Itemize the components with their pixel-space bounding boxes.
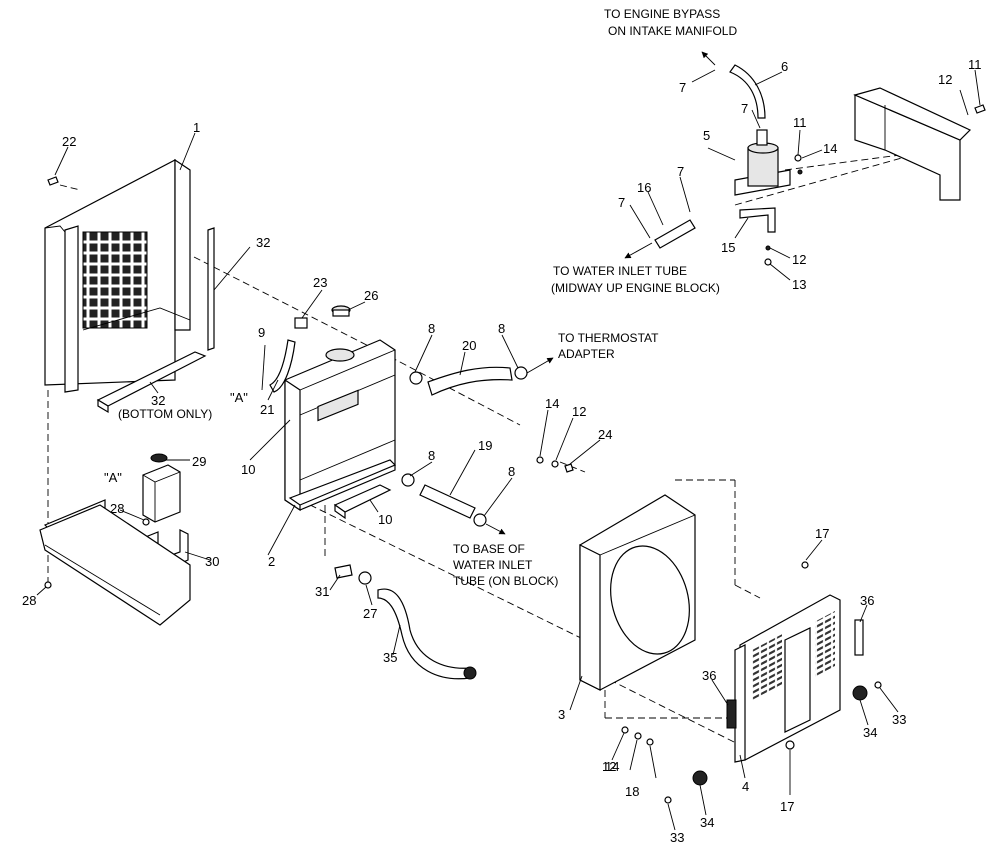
radiator-shroud <box>44 158 191 393</box>
ref-a-left: "A" <box>230 390 248 405</box>
note-base-inlet-line1: TO BASE OF <box>453 542 525 556</box>
callout-36: 36 <box>860 593 874 608</box>
callout-6: 6 <box>781 59 788 74</box>
callout-34: 34 <box>863 725 877 740</box>
callout-28: 28 <box>110 501 124 516</box>
callout-33: 33 <box>892 712 906 727</box>
callout-26: 26 <box>364 288 378 303</box>
callout-21: 21 <box>260 402 274 417</box>
fan-guard <box>734 594 841 763</box>
callout-22: 22 <box>62 134 76 149</box>
callout-3: 3 <box>558 707 565 722</box>
clamp-8b <box>514 366 528 380</box>
clamp-8c <box>401 473 415 487</box>
note-thermostat-line2: ADAPTER <box>558 347 615 361</box>
callout-8: 8 <box>498 321 505 336</box>
callout-13: 13 <box>792 277 806 292</box>
callout-31: 31 <box>315 584 329 599</box>
callout-30: 30 <box>205 554 219 569</box>
callout-14: 14 <box>545 396 559 411</box>
upper-hose <box>427 366 513 396</box>
callout-7: 7 <box>679 80 686 95</box>
lower-hose <box>419 484 476 519</box>
overflow-bottle <box>734 129 791 233</box>
note-engine-bypass-line1: TO ENGINE BYPASS <box>604 7 720 21</box>
callout-12: 12 <box>602 759 616 774</box>
note-engine-bypass-line2: ON INTAKE MANIFOLD <box>608 24 737 38</box>
callout-2: 2 <box>268 554 275 569</box>
seal-strips <box>96 227 215 414</box>
callout-5: 5 <box>703 128 710 143</box>
callout-16: 16 <box>637 180 651 195</box>
callout-19: 19 <box>478 438 492 453</box>
clamp-8a <box>409 371 423 385</box>
callout-12: 12 <box>792 252 806 267</box>
callout-36: 36 <box>702 668 716 683</box>
leader-lines <box>36 69 981 831</box>
callout-11: 11 <box>793 115 807 130</box>
frame-channel <box>853 87 972 201</box>
callout-14: 14 <box>605 759 619 774</box>
callout-17: 17 <box>815 526 829 541</box>
bypass-hose <box>729 64 766 119</box>
callout-10: 10 <box>378 512 392 527</box>
note-base-inlet-line3: TUBE (ON BLOCK) <box>453 574 558 588</box>
note-water-inlet-line1: TO WATER INLET TUBE <box>553 264 687 278</box>
callout-32: 32 <box>151 393 165 408</box>
callout-15: 15 <box>721 240 735 255</box>
callout-numbers: 1 2 3 4 5 6 7 7 7 7 8 8 8 8 9 10 10 11 1… <box>22 57 982 845</box>
callout-14: 14 <box>823 141 837 156</box>
callout-12: 12 <box>938 72 952 87</box>
callout-33: 33 <box>670 830 684 845</box>
callout-23: 23 <box>313 275 327 290</box>
callout-9: 9 <box>258 325 265 340</box>
note-water-inlet-line2: (MIDWAY UP ENGINE BLOCK) <box>551 281 720 295</box>
hose-16 <box>654 219 696 249</box>
fan-shroud <box>579 494 696 691</box>
callout-32: 32 <box>256 235 270 250</box>
callout-28: 28 <box>22 593 36 608</box>
callout-18: 18 <box>625 784 639 799</box>
callout-7: 7 <box>741 101 748 116</box>
base-rail <box>39 499 191 626</box>
callout-8: 8 <box>428 448 435 463</box>
hose-21 <box>269 339 296 393</box>
callout-7: 7 <box>618 195 625 210</box>
callout-27: 27 <box>363 606 377 621</box>
callout-8: 8 <box>508 464 515 479</box>
callout-34: 34 <box>700 815 714 830</box>
small-fittings <box>294 305 351 329</box>
callout-35: 35 <box>383 650 397 665</box>
radiator <box>284 339 397 512</box>
callout-17: 17 <box>780 799 794 814</box>
annotation-notes: TO ENGINE BYPASS ON INTAKE MANIFOLD TO W… <box>104 7 737 588</box>
drain-hose <box>377 588 471 680</box>
callout-7: 7 <box>677 164 684 179</box>
callout-10: 10 <box>241 462 255 477</box>
callout-29: 29 <box>192 454 206 469</box>
callout-12: 12 <box>572 404 586 419</box>
note-base-inlet-line2: WATER INLET <box>453 558 533 572</box>
radiator-baffles <box>333 484 392 520</box>
note-bottom-only: (BOTTOM ONLY) <box>118 407 212 421</box>
callout-20: 20 <box>462 338 476 353</box>
callout-24: 24 <box>598 427 612 442</box>
clamp-8d <box>473 513 487 527</box>
callout-1: 1 <box>193 120 200 135</box>
callout-8: 8 <box>428 321 435 336</box>
callout-11: 11 <box>968 57 982 72</box>
ref-a-tank: "A" <box>104 470 122 485</box>
callout-4: 4 <box>742 779 749 794</box>
assembly-lines <box>47 149 931 746</box>
note-thermostat-line1: TO THERMOSTAT <box>558 331 659 345</box>
